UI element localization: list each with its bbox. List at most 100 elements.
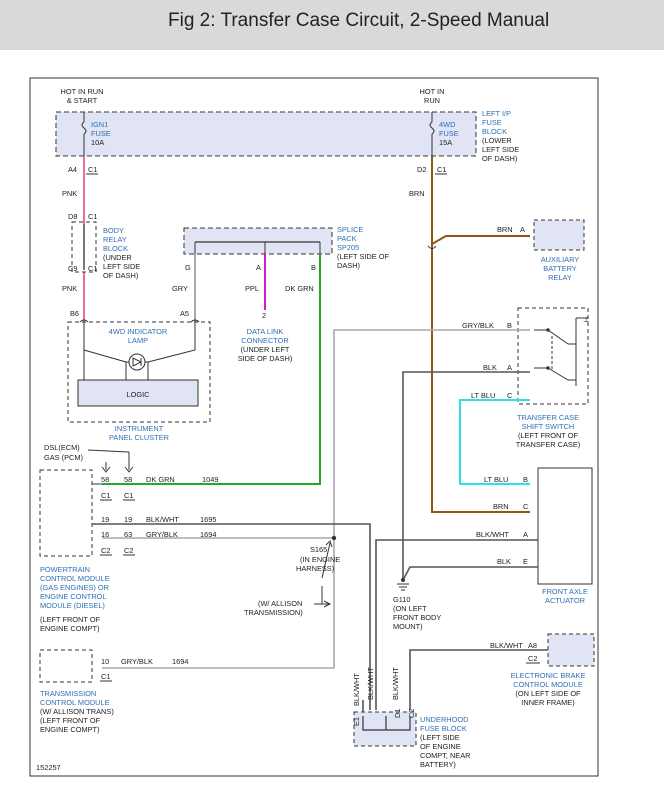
tcm-loc-1: (W/ ALLISON TRANS) xyxy=(40,707,114,716)
ebcm-pin-a8: A8 xyxy=(528,641,537,650)
pcm-r1-c1a: C1 xyxy=(101,491,110,500)
tcm-name-2: CONTROL MODULE xyxy=(40,698,110,707)
pcm-name-4: ENGINE CONTROL xyxy=(40,592,107,601)
splice-name-2: PACK xyxy=(337,234,357,243)
ufb-conn-c2: C2 xyxy=(407,709,416,718)
fuse1-type: FUSE xyxy=(91,129,111,138)
ebcm-wire: BLK/WHT xyxy=(490,641,523,650)
pcm-name-3: (GAS ENGINES) OR xyxy=(40,583,109,592)
splice-loc-2: DASH) xyxy=(337,261,360,270)
pcm-loc-2: ENGINE COMPT) xyxy=(40,624,100,633)
tcss-wire-3: LT BLU xyxy=(471,391,495,400)
g110-loc-2: FRONT BODY xyxy=(393,613,441,622)
tcss-wire-1: GRY/BLK xyxy=(462,321,494,330)
tcm-loc-2: (LEFT FRONT OF xyxy=(40,716,101,725)
pcm-r2-wire: BLK/WHT xyxy=(146,515,179,524)
logic-label: LOGIC xyxy=(127,390,151,399)
g110-loc-3: MOUNT) xyxy=(393,622,423,631)
ufb-loc-2: OF ENGINE xyxy=(420,742,461,751)
hot-label-2a: HOT IN xyxy=(420,87,445,96)
cluster-name-2: PANEL CLUSTER xyxy=(109,433,169,442)
switch-ground-mark-icon: ⊥ xyxy=(583,315,589,324)
body-relay-c1-a: C1 xyxy=(88,212,97,221)
fuse2-type: FUSE xyxy=(439,129,459,138)
page-title: Fig 2: Transfer Case Circuit, 2-Speed Ma… xyxy=(168,10,550,31)
electronic-brake-control-module xyxy=(547,633,595,667)
pcm-name-2: CONTROL MODULE xyxy=(40,574,110,583)
fuse2-rating: 15A xyxy=(439,138,452,147)
dlc-name-1: DATA LINK xyxy=(247,327,284,336)
ebcm-name-1: ELECTRONIC BRAKE xyxy=(511,671,586,680)
lamp-name-2: LAMP xyxy=(128,336,148,345)
ufb-name-1: UNDERHOOD xyxy=(420,715,468,724)
allison-pointer xyxy=(314,586,332,608)
brn-wire-aux xyxy=(431,235,530,245)
faa-wire-4: BLK xyxy=(497,557,511,566)
dlc-pin: 2 xyxy=(262,311,266,320)
ebcm-conn-c2: C2 xyxy=(528,654,537,663)
conn-c1-b: C1 xyxy=(437,165,446,174)
s165-loc-2: HARNESS) xyxy=(296,564,334,573)
pin-a4: A4 xyxy=(68,165,77,174)
dk-grn-wire xyxy=(102,254,321,485)
dlc-loc-2: SIDE OF DASH) xyxy=(238,354,293,363)
allison-note-1: (W/ ALLISON xyxy=(258,599,302,608)
brn-wire-main xyxy=(431,156,530,513)
pcm-r1-pin1: 58 xyxy=(101,475,109,484)
ground-g110-icon xyxy=(397,583,409,591)
ufb-wire-2: BLK/WHT xyxy=(366,667,375,700)
ufb-pin-d1: D1 xyxy=(393,709,402,718)
tcss-pin-2: A xyxy=(507,363,512,372)
tcm-loc-3: ENGINE COMPT) xyxy=(40,725,100,734)
ufb-loc-3: COMPT, NEAR xyxy=(420,751,471,760)
body-relay-loc-1: (UNDER xyxy=(103,253,132,262)
4wd-fuse-symbol xyxy=(429,112,435,156)
faa-wire-2: BRN xyxy=(493,502,509,511)
aux-relay-pin: A xyxy=(520,225,525,234)
ebcm-loc-1: (ON LEFT SIDE OF xyxy=(515,689,581,698)
brn-splice-mark xyxy=(427,245,437,249)
tcm-circuit: 1694 xyxy=(172,657,188,666)
pcm-r1-pin2: 58 xyxy=(124,475,132,484)
s165-pointer xyxy=(321,540,333,579)
pcm-gas-label: GAS (PCM) xyxy=(44,453,83,462)
hot-label-2b: RUN xyxy=(424,96,440,105)
ground-g110-node xyxy=(401,578,405,582)
ppl-label: PPL xyxy=(245,284,259,293)
pcm-r1-circuit: 1049 xyxy=(202,475,218,484)
splice-pack-sp205 xyxy=(183,227,333,255)
led-diode-icon xyxy=(132,357,143,367)
g110-loc-1: (ON LEFT xyxy=(393,604,427,613)
gry-blk-wire-pcm xyxy=(102,329,530,539)
pcm-r3-c2a: C2 xyxy=(101,546,110,555)
lt-blu-wire xyxy=(459,399,530,485)
transmission-control-module xyxy=(39,649,93,683)
pcm-name-5: MODULE (DIESEL) xyxy=(40,601,105,610)
blk-wire-faa xyxy=(402,566,538,581)
pin-c9: C9 xyxy=(68,264,77,273)
splice-pin-a: A xyxy=(256,263,261,272)
body-relay-name-2: RELAY xyxy=(103,235,127,244)
ufb-loc-1: (LEFT SIDE xyxy=(420,733,460,742)
brn-label: BRN xyxy=(409,189,425,198)
tcss-name-1: TRANSFER CASE xyxy=(517,413,579,422)
faa-wire-3: BLK/WHT xyxy=(476,530,509,539)
gry-blk-wire-tcm xyxy=(102,538,335,669)
cluster-internal-wiring xyxy=(83,322,196,380)
front-axle-actuator xyxy=(537,467,593,585)
tcss-loc-2: TRANSFER CASE) xyxy=(516,440,580,449)
title-bar: Fig 2: Transfer Case Circuit, 2-Speed Ma… xyxy=(0,0,664,50)
cluster-term-b6 xyxy=(79,319,89,323)
pcm-r3-circuit: 1694 xyxy=(200,530,216,539)
body-relay-loc-3: OF DASH) xyxy=(103,271,138,280)
ebcm-loc-2: INNER FRAME) xyxy=(521,698,574,707)
lamp-leads xyxy=(125,361,149,380)
pcm-r1-wire: DK GRN xyxy=(146,475,175,484)
dlc-loc-1: (UNDER LEFT xyxy=(241,345,290,354)
faa-wire-1: LT BLU xyxy=(484,475,508,484)
tcm-pin: 10 xyxy=(101,657,109,666)
ufb-wire-1: BLK/WHT xyxy=(352,673,361,706)
ufb-pin-e1: E1 xyxy=(352,717,361,726)
ufb-wire-3: BLK/WHT xyxy=(391,667,400,700)
